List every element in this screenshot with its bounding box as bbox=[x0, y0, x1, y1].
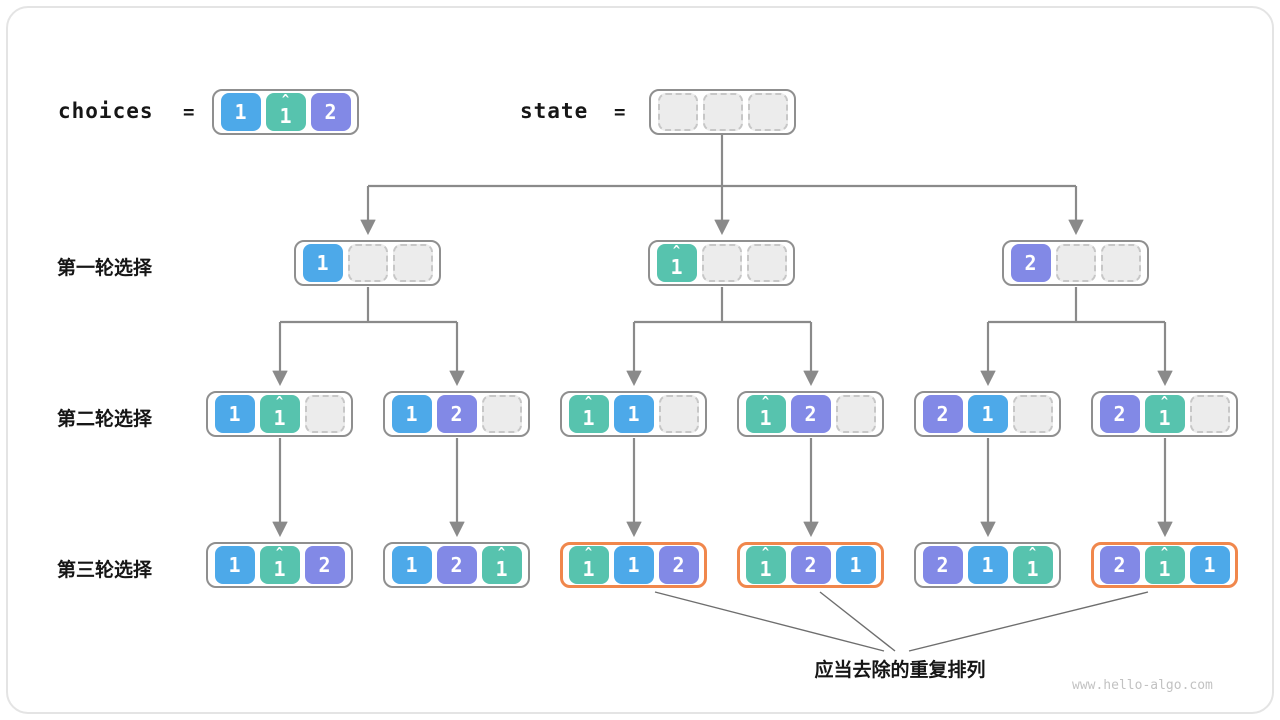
empty-cell bbox=[657, 93, 698, 131]
choices-equals-sign: = bbox=[183, 101, 195, 123]
cell-2: 2 bbox=[922, 546, 963, 584]
cell-1hat: ^ 1 bbox=[1144, 394, 1185, 433]
cell-2: 2 bbox=[436, 546, 477, 584]
cell-1: 1 bbox=[1189, 546, 1230, 584]
state-array-node bbox=[649, 89, 796, 135]
cell-1hat: ^ 1 bbox=[259, 545, 300, 584]
cell-1: 1 bbox=[214, 395, 255, 433]
hat-mark: ^ bbox=[281, 92, 290, 106]
choice-cell-2: 2 bbox=[310, 93, 351, 131]
hat-mark: ^ bbox=[275, 394, 284, 408]
round3-row-label: 第三轮选择 bbox=[57, 560, 153, 581]
cell-2: 2 bbox=[790, 546, 831, 584]
perm-node-r2-3: ^ 1 1 bbox=[560, 391, 707, 437]
duplicate-permutations-caption: 应当去除的重复排列 bbox=[814, 660, 986, 681]
empty-cell bbox=[702, 93, 743, 131]
choices-label: choices bbox=[58, 99, 154, 123]
cell-1hat: ^ 1 bbox=[1012, 545, 1053, 584]
perm-node-r2-1: 1 ^ 1 bbox=[206, 391, 353, 437]
hat-mark: ^ bbox=[497, 545, 506, 559]
empty-cell bbox=[481, 395, 522, 433]
perm-node-r2-5: 2 1 bbox=[914, 391, 1061, 437]
cell-1: 1 bbox=[613, 395, 654, 433]
cell-1hat: ^ 1 bbox=[745, 545, 786, 584]
perm-node-r3-6-duplicate: 2 ^ 1 1 bbox=[1091, 542, 1238, 588]
perm-node-r3-3-duplicate: ^ 1 1 2 bbox=[560, 542, 707, 588]
cell-2: 2 bbox=[1099, 395, 1140, 433]
perm-node-r1-3: 2 bbox=[1002, 240, 1149, 286]
perm-node-r3-2: 1 2 ^ 1 bbox=[383, 542, 530, 588]
cell-1hat: ^ 1 bbox=[481, 545, 522, 584]
choices-array-node: 1 ^ 1 2 bbox=[212, 89, 359, 135]
cell-1: 1 bbox=[967, 395, 1008, 433]
cell-2: 2 bbox=[1099, 546, 1140, 584]
hat-mark: ^ bbox=[1160, 394, 1169, 408]
round2-row-label: 第二轮选择 bbox=[57, 409, 153, 430]
hat-mark: ^ bbox=[584, 394, 593, 408]
cell-1hat: ^ 1 bbox=[1144, 545, 1185, 584]
perm-node-r2-6: 2 ^ 1 bbox=[1091, 391, 1238, 437]
state-equals-sign: = bbox=[614, 101, 626, 123]
choice-cell-1: 1 bbox=[220, 93, 261, 131]
perm-node-r3-5: 2 1 ^ 1 bbox=[914, 542, 1061, 588]
rounded-frame bbox=[6, 6, 1274, 714]
empty-cell bbox=[1012, 395, 1053, 433]
cell-1: 1 bbox=[214, 546, 255, 584]
empty-cell bbox=[1055, 244, 1096, 282]
cell-1hat: ^ 1 bbox=[568, 394, 609, 433]
cell-1hat: ^ 1 bbox=[656, 243, 697, 282]
cell-1: 1 bbox=[967, 546, 1008, 584]
perm-node-r2-4: ^ 1 2 bbox=[737, 391, 884, 437]
empty-cell bbox=[746, 244, 787, 282]
empty-cell bbox=[1189, 395, 1230, 433]
choice-cell-1hat: ^ 1 bbox=[265, 92, 306, 131]
cell-2: 2 bbox=[922, 395, 963, 433]
cell-2: 2 bbox=[1010, 244, 1051, 282]
cell-1: 1 bbox=[835, 546, 876, 584]
hat-mark: ^ bbox=[584, 545, 593, 559]
perm-node-r2-2: 1 2 bbox=[383, 391, 530, 437]
hat-mark: ^ bbox=[761, 394, 770, 408]
empty-cell bbox=[304, 395, 345, 433]
cell-1hat: ^ 1 bbox=[259, 394, 300, 433]
empty-cell bbox=[347, 244, 388, 282]
empty-cell bbox=[1100, 244, 1141, 282]
cell-1hat: ^ 1 bbox=[745, 394, 786, 433]
cell-2: 2 bbox=[436, 395, 477, 433]
empty-cell bbox=[835, 395, 876, 433]
hat-mark: ^ bbox=[672, 243, 681, 257]
hat-mark: ^ bbox=[275, 545, 284, 559]
perm-node-r1-2: ^ 1 bbox=[648, 240, 795, 286]
empty-cell bbox=[747, 93, 788, 131]
cell-1: 1 bbox=[391, 395, 432, 433]
empty-cell bbox=[701, 244, 742, 282]
empty-cell bbox=[658, 395, 699, 433]
watermark-text: www.hello-algo.com bbox=[1072, 678, 1213, 693]
cell-2: 2 bbox=[790, 395, 831, 433]
perm-node-r3-1: 1 ^ 1 2 bbox=[206, 542, 353, 588]
cell-1: 1 bbox=[613, 546, 654, 584]
cell-1: 1 bbox=[302, 244, 343, 282]
perm-node-r1-1: 1 bbox=[294, 240, 441, 286]
state-label: state bbox=[520, 99, 589, 123]
perm-node-r3-4-duplicate: ^ 1 2 1 bbox=[737, 542, 884, 588]
cell-1: 1 bbox=[391, 546, 432, 584]
hat-mark: ^ bbox=[1028, 545, 1037, 559]
cell-1hat: ^ 1 bbox=[568, 545, 609, 584]
round1-row-label: 第一轮选择 bbox=[57, 258, 153, 279]
cell-2: 2 bbox=[304, 546, 345, 584]
hat-mark: ^ bbox=[1160, 545, 1169, 559]
cell-2: 2 bbox=[658, 546, 699, 584]
hat-mark: ^ bbox=[761, 545, 770, 559]
empty-cell bbox=[392, 244, 433, 282]
